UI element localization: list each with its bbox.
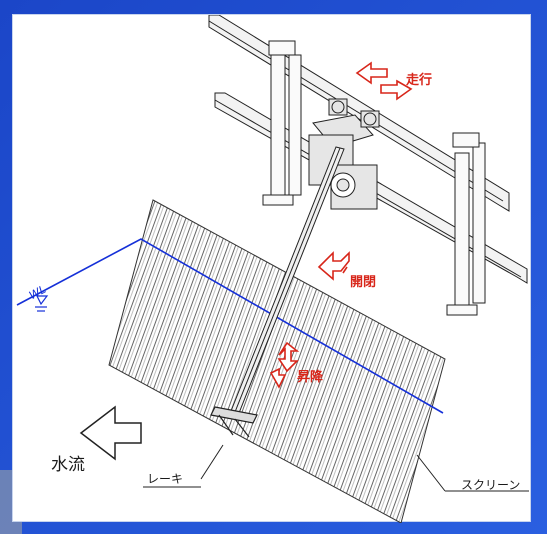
label-open-close: 開閉 xyxy=(350,275,377,290)
diagram-panel: 走行 開閉 昇降 WL 水流 レーキ スクリーン xyxy=(12,14,531,523)
label-raise-lower: 昇降 xyxy=(297,370,324,385)
water-level-line xyxy=(16,238,444,414)
support-columns xyxy=(262,40,486,316)
label-travel: 走行 xyxy=(406,73,433,88)
screen-leader xyxy=(416,454,529,492)
open-close-arrow xyxy=(317,251,350,281)
water-flow-arrow xyxy=(79,405,142,461)
screen-rake-drawing xyxy=(16,15,529,523)
travel-arrow xyxy=(355,61,413,101)
water-level-symbol xyxy=(35,295,49,312)
label-rake: レーキ xyxy=(147,472,184,486)
screen-bars xyxy=(108,199,446,523)
raise-lower-arrow xyxy=(269,341,300,389)
label-water-flow: 水流 xyxy=(51,455,85,475)
label-screen: スクリーン xyxy=(461,478,521,492)
rake-leader xyxy=(143,444,224,488)
rake-head xyxy=(210,406,258,438)
travel-carriage xyxy=(308,98,380,210)
